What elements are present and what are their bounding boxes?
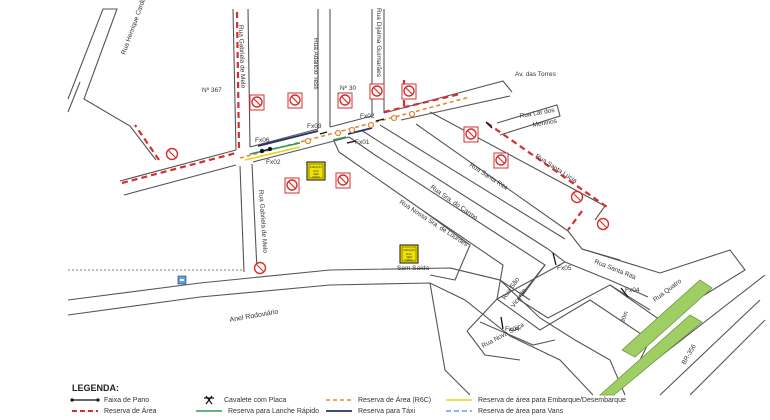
distance-label: 30m [620, 311, 630, 324]
attention-sign: ATENÇÃO RUA SEM SAÍDA [306, 161, 326, 181]
fx02-label-left: Fx02 [266, 159, 281, 166]
street-label-henrique: Rua Henrique Cardinale [120, 0, 151, 56]
green-median-lower [598, 314, 703, 396]
no-parking-icon [337, 92, 353, 109]
attention-text-3: SEM [406, 255, 412, 259]
street-label-gabriela-bottom: Rua Gabriela de Melo [257, 190, 268, 254]
number-367: Nº 367 [202, 87, 222, 94]
street-label-lar-2: Meninos [532, 118, 558, 129]
legend-item-cavalete: Cavalete com Placa [204, 395, 286, 405]
legend-item-lanche: Reserva para Lanche Rápido [196, 408, 319, 415]
street-label-anel: Anel Rodoviário [229, 308, 279, 323]
no-parking-signs [165, 83, 610, 275]
attention-sign: ATENÇÃO RUA SEM SAÍDA [399, 244, 419, 264]
fx06-label: Fx06 [255, 137, 270, 144]
no-parking-icon [369, 83, 385, 100]
legend-item-r6c: Reserva de Área (R6C) [326, 395, 431, 404]
street-label-av-torres: Av. das Torres [515, 71, 557, 78]
legend-label: Reserva de Área [104, 406, 157, 415]
r6c-orange-line [239, 96, 471, 159]
info-icon [177, 275, 187, 285]
attention-text-2: RUA [406, 252, 412, 256]
number-30: Nº 30 [340, 85, 356, 92]
no-parking-icon [287, 92, 303, 109]
legend-item-taxi: Reserva para Táxi [326, 408, 416, 415]
no-parking-round-icon [165, 147, 610, 275]
banner-bars [259, 118, 629, 330]
attention-text-2: RUA [313, 169, 319, 173]
legend-label: Reserva para Lanche Rápido [228, 408, 319, 415]
legend-item-faixa-pano: Faixa de Pano [70, 397, 149, 404]
green-median [621, 279, 713, 358]
no-parking-icon [284, 177, 300, 194]
legend-item-embarque: Reserva de área para Embarque/Desembarqu… [446, 397, 626, 404]
fx-labels: Fx06 Fx03 Fx02 Fx02 Fx01 Fx05 Fx04 Fx04 [255, 113, 640, 333]
fx04-label-left: Fx04 [505, 326, 520, 333]
legend-item-vans: Reserva de área para Vans [446, 408, 564, 415]
no-parking-icon [463, 126, 479, 143]
no-parking-icon [335, 172, 351, 189]
fx05-label: Fx05 [557, 265, 572, 272]
no-parking-icon [249, 94, 265, 111]
legend-label: Reserva de área para Vans [478, 408, 564, 415]
street-label-br: BR-356 [681, 343, 698, 366]
r6c-markers [304, 110, 416, 145]
no-parking-icon [401, 83, 417, 100]
no-parking-icon [493, 152, 509, 169]
street-label-adalicio: Rua Adalício Testi [312, 38, 319, 90]
attention-text-4: SAÍDA [312, 175, 320, 179]
embarque-yellow-line [244, 146, 301, 161]
attention-text-4: SAÍDA [405, 258, 413, 262]
street-label-dijalma: Rua Dijalma Guimarães [375, 8, 382, 78]
legend-label: Cavalete com Placa [224, 397, 286, 404]
legend-label: Reserva para Táxi [358, 408, 416, 415]
legend-item-reserva-area: Reserva de Área [72, 406, 157, 415]
fx04-label-right: Fx04 [625, 287, 640, 294]
fx03-label: Fx03 [307, 123, 322, 130]
lanche-green-line [249, 136, 347, 155]
sem-saida-label: Sem Saída [397, 265, 430, 272]
legend-title: LEGENDA: [72, 383, 119, 393]
street-label-gabriela-top: Rua Gabriela de Melo [237, 25, 246, 89]
attention-text-3: SEM [313, 172, 319, 176]
legend-label: Reserva de área para Embarque/Desembarqu… [478, 397, 626, 404]
attention-text-1: ATENÇÃO [403, 247, 415, 252]
place-labels: Nº 367 Nº 30 Sem Saída 30m [202, 85, 630, 324]
sawhorse-icon [204, 395, 214, 405]
legend-label: Faixa de Pano [104, 397, 149, 404]
legend-label: Reserva de Área (R6C) [358, 395, 431, 404]
street-labels: Rua Henrique Cardinale Rua Gabriela de M… [120, 0, 698, 366]
street-label-santa-rita-lower: Rua Santa Rita [593, 258, 637, 281]
legend: LEGENDA: Faixa de Pano Reserva de Área C… [70, 383, 626, 415]
road-network [67, 8, 766, 396]
fx02-label-right: Fx02 [360, 113, 375, 120]
attention-text-1: ATENÇÃO [310, 164, 322, 169]
fx01-label: Fx01 [355, 139, 370, 146]
